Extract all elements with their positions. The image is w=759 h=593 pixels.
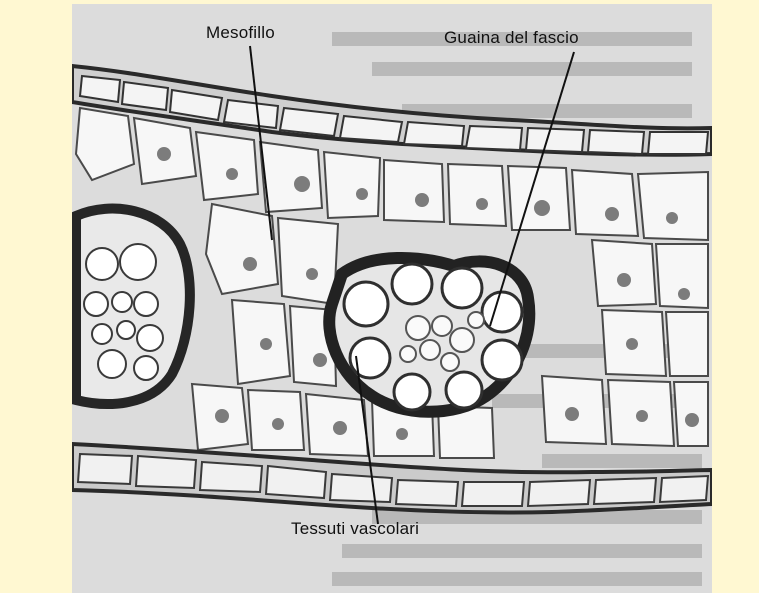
label-mesophyll: Mesofillo (206, 23, 275, 43)
central-vascular-bundle (329, 258, 529, 412)
leaf-cross-section-micrograph (72, 4, 712, 593)
label-vascular-tissue: Tessuti vascolari (291, 519, 419, 539)
label-bundle-sheath: Guaina del fascio (444, 28, 579, 48)
left-vascular-bundle (76, 209, 190, 404)
